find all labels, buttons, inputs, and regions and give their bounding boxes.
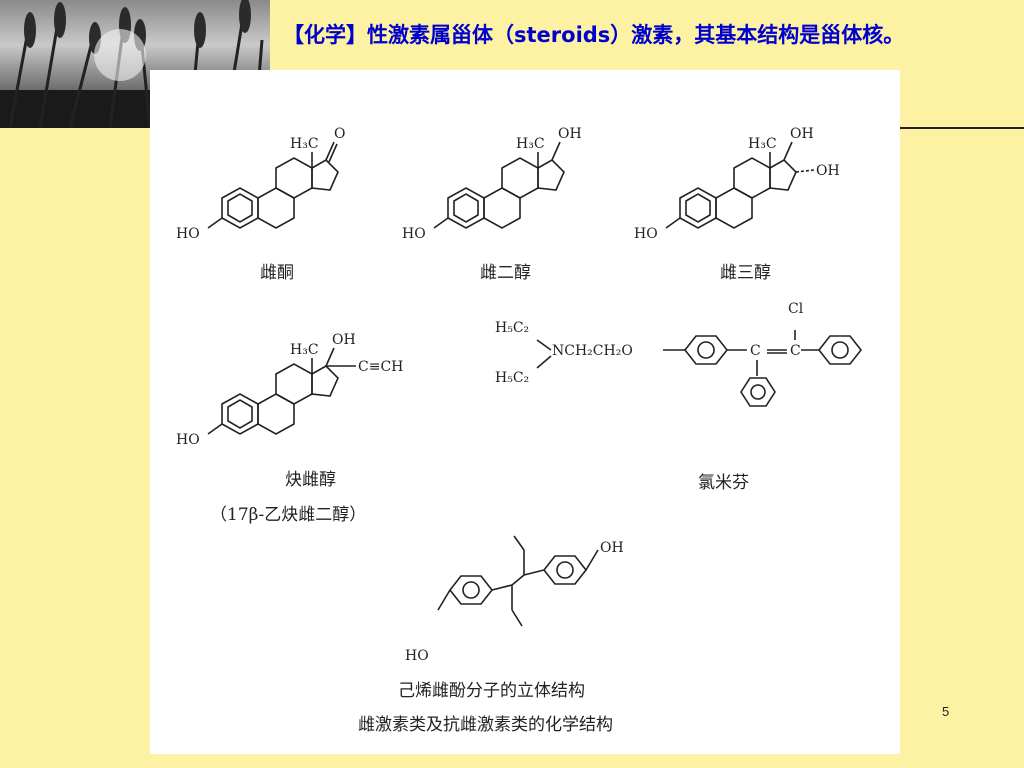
clomiphene-ethyl-bottom-label: H₅C₂ xyxy=(495,370,529,386)
ethinyl-cch-label: C≡CH xyxy=(358,359,403,375)
estrone-ho-label: HO xyxy=(176,226,200,242)
clomiphene-c1-label: C xyxy=(750,343,761,359)
clomiphene-chain-label: NCH₂CH₂O xyxy=(552,343,633,359)
estradiol-h3c-label: H₃C xyxy=(516,136,545,152)
clomiphene-caption: 氯米芬 xyxy=(698,473,749,493)
estrone-caption: 雌酮 xyxy=(260,263,294,283)
chemical-structures-figure: H₃C O HO H₃C OH HO H₃C OH OH HO xyxy=(150,70,900,754)
clomiphene-c2-label: C xyxy=(790,343,801,359)
estriol-caption: 雌三醇 xyxy=(720,263,771,283)
estriol-ho-label: HO xyxy=(634,226,658,242)
clomiphene-cl-label: Cl xyxy=(788,301,804,317)
ethinyl-oh-label: OH xyxy=(332,332,356,348)
estradiol-ho-label: HO xyxy=(402,226,426,242)
page-number: 5 xyxy=(942,704,950,719)
ethinyl-estradiol-alt-caption: （17β-乙炔雌二醇） xyxy=(210,505,367,525)
estriol-oh-17-label: OH xyxy=(790,126,814,142)
clomiphene-ethyl-top-label: H₅C₂ xyxy=(495,320,529,336)
ethinyl-h3c-label: H₃C xyxy=(290,342,319,358)
estradiol-oh-label: OH xyxy=(558,126,582,142)
estrone-oxo-label: O xyxy=(334,126,345,142)
ethinyl-ho-label: HO xyxy=(176,432,200,448)
structures-drawing: H₃C O HO H₃C OH HO H₃C OH OH HO xyxy=(176,126,863,664)
des-ho-label: HO xyxy=(405,648,429,664)
estriol-h3c-label: H₃C xyxy=(748,136,777,152)
des-caption: 己烯雌酚分子的立体结构 xyxy=(398,681,585,701)
ethinyl-estradiol-caption: 炔雌醇 xyxy=(285,470,336,490)
slide-title: 【化学】性激素属甾体（steroids）激素，其基本结构是甾体核。 xyxy=(283,23,905,47)
estradiol-caption: 雌二醇 xyxy=(480,263,531,283)
figure-caption: 雌激素类及抗雌激素类的化学结构 xyxy=(358,715,613,735)
estrone-h3c-label: H₃C xyxy=(290,136,319,152)
estriol-oh-16-label: OH xyxy=(816,163,840,179)
des-oh-label: OH xyxy=(600,540,624,556)
